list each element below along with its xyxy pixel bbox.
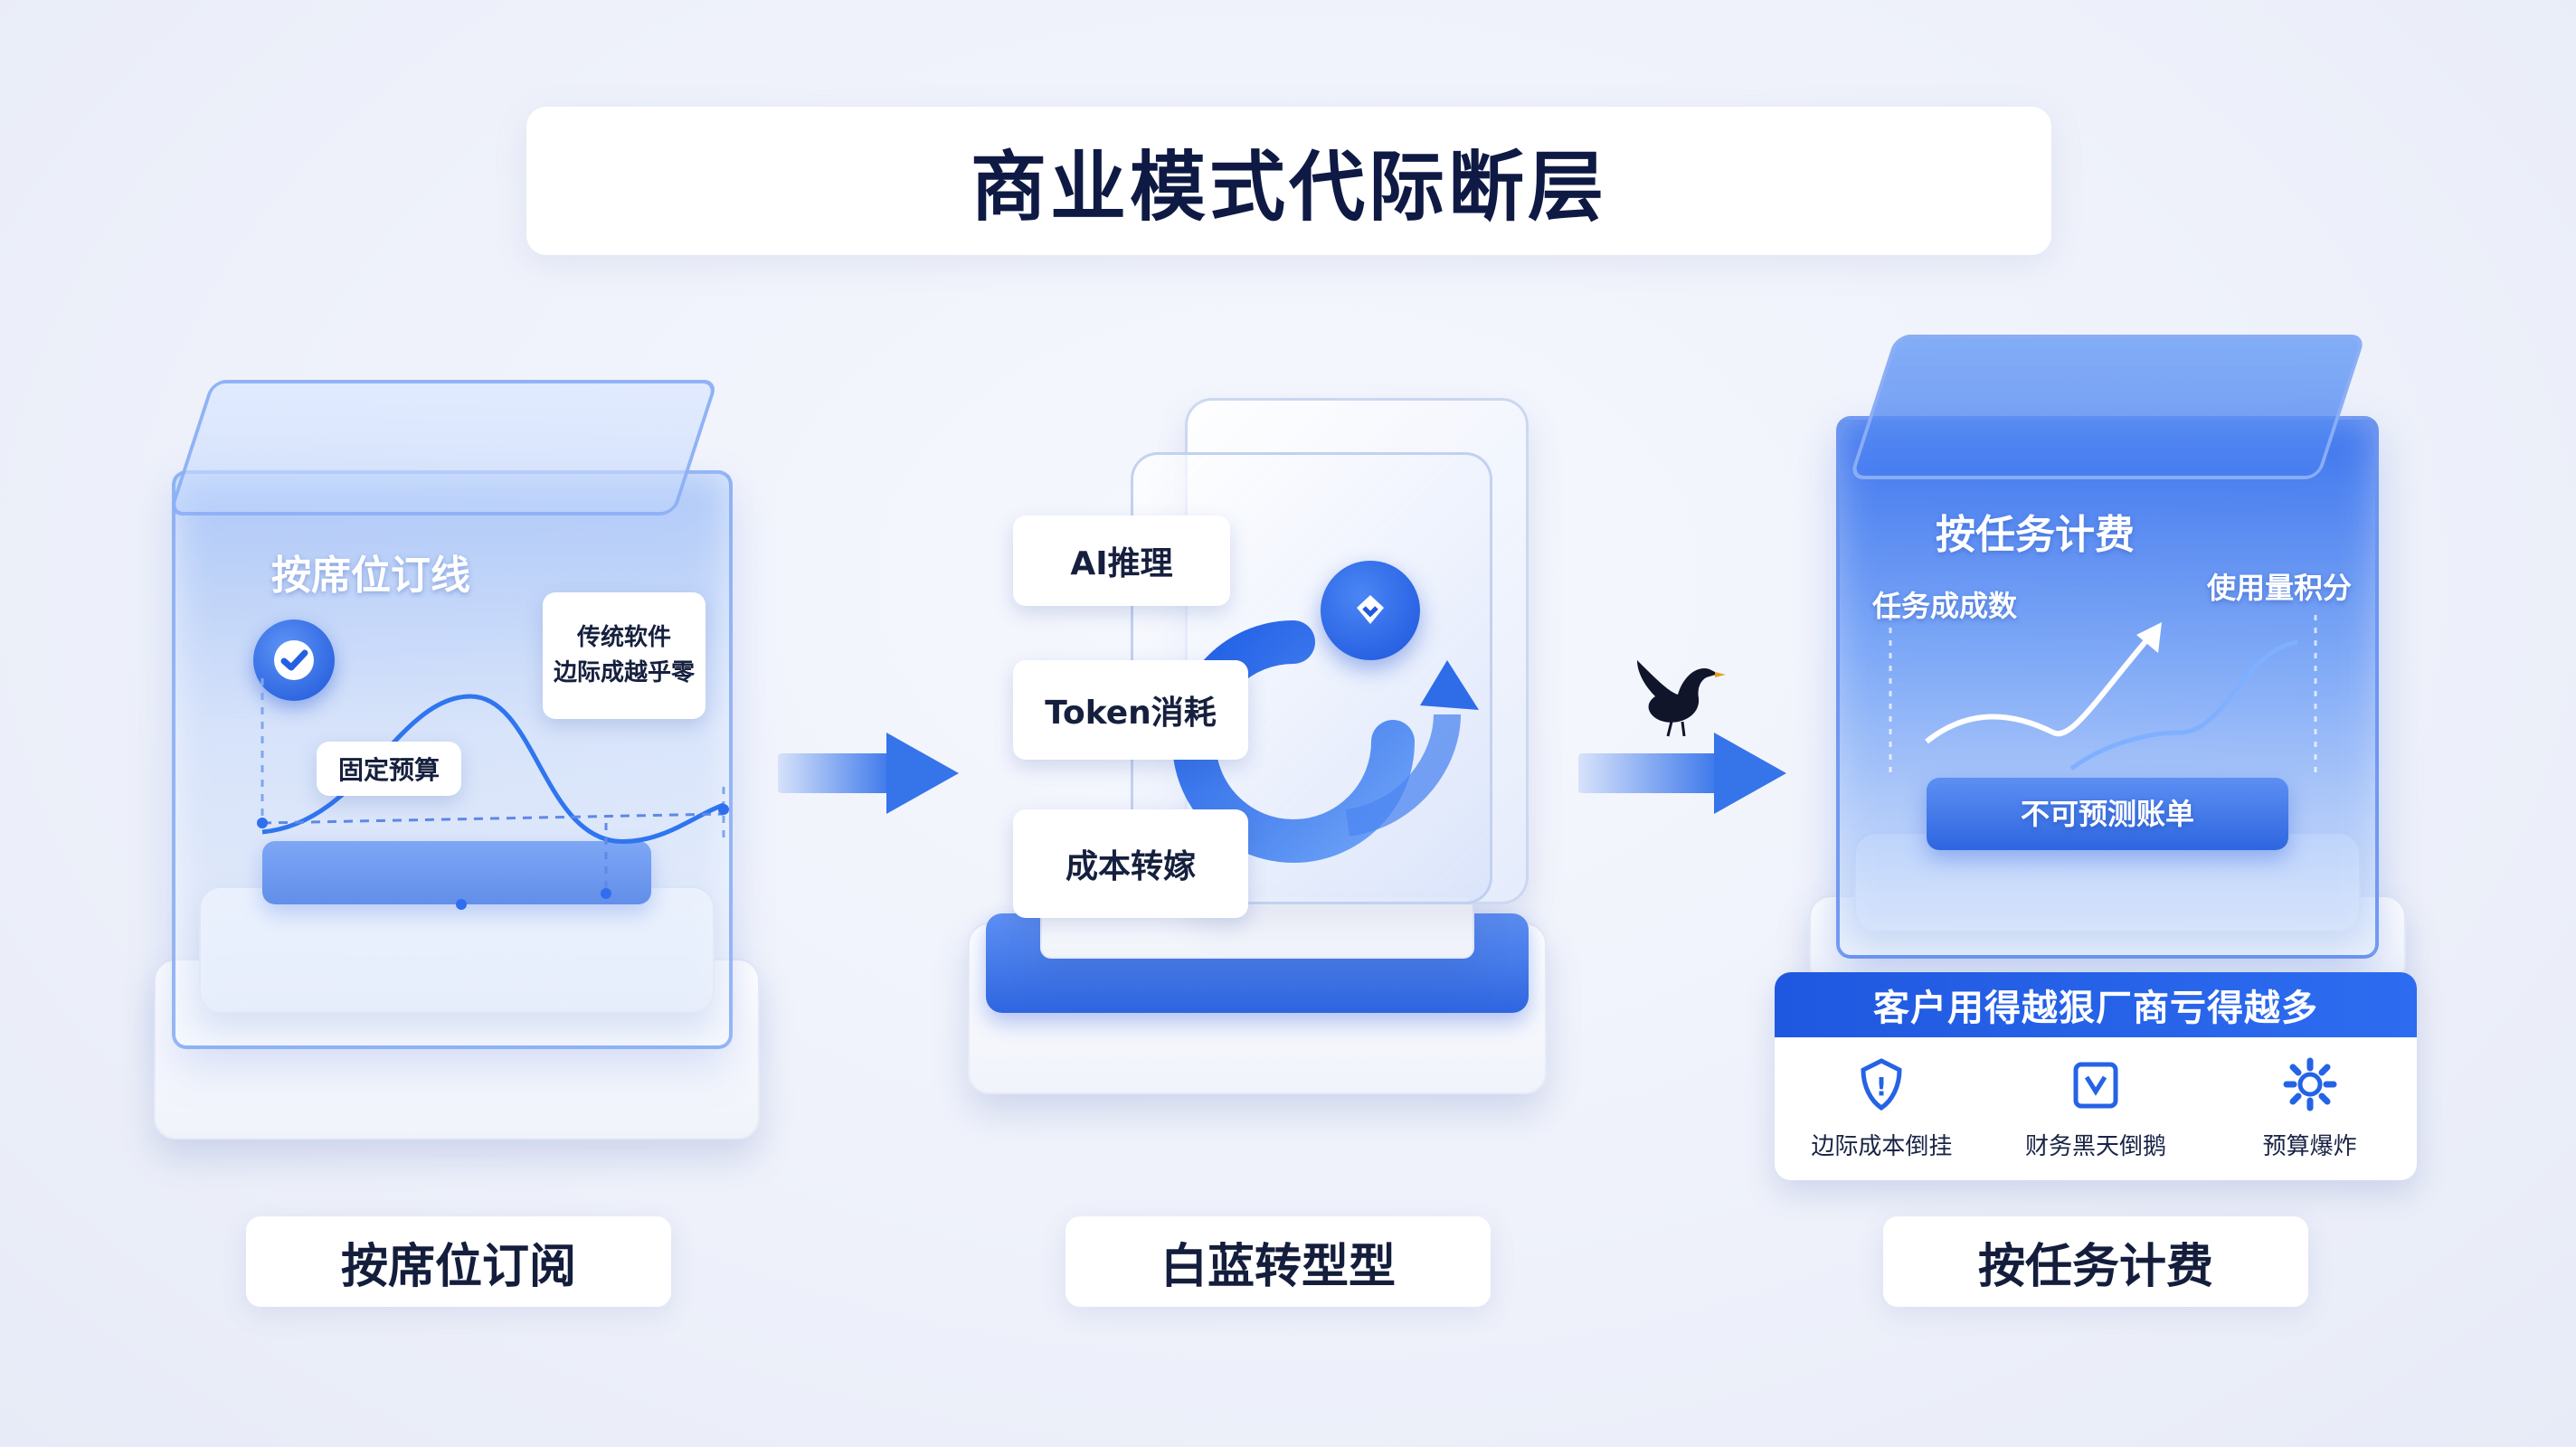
arrow-head-icon [886,733,959,814]
stage-1-cube-top [167,380,719,515]
stage-3-cube-title: 按任务计费 [1936,512,2135,558]
svg-text:!: ! [1876,1072,1888,1102]
risk-item-black-swan: 财务黑天倒鹅 [1996,1055,2195,1161]
stage-3: 不可预测账单 按任务计费 任务成成数 使用量积分 [1800,326,2433,986]
risk-info-box: 客户用得越狠厂商亏得越多 ! 边际成本倒挂 财务黑天倒鹅 预算爆炸 [1775,972,2417,1180]
risk-item-label: 边际成本倒挂 [1811,1133,1953,1160]
risk-info-items: ! 边际成本倒挂 财务黑天倒鹅 预算爆炸 [1775,1037,2417,1161]
warning-shield-icon: ! [1861,1058,1902,1111]
shield-badge-icon [1321,561,1420,660]
risk-item-cost-inversion: ! 边际成本倒挂 [1782,1055,1981,1161]
stage-2-label: 白蓝转型型 [1065,1216,1491,1307]
stage-3-cube-top [1849,335,2366,479]
unpredictable-bill-tag: 不可预测账单 [2020,797,2194,831]
wallet-icon [2073,1062,2118,1109]
stage-3-slab [1927,778,2288,850]
usage-credits-caption: 使用量积分 [2207,571,2353,605]
fixed-budget-tag: 固定预算 [317,742,461,796]
note-line-1: 传统软件 [576,624,671,651]
page-title: 商业模式代际断层 [970,142,1607,232]
risk-item-budget-explosion: 预算爆炸 [2211,1055,2410,1161]
traditional-software-note: 传统软件 边际成越乎零 [543,592,706,719]
arrow-1 [778,733,959,814]
stage-1: 按席位订线 传统软件 边际成越乎零 固定预算 [145,362,778,1158]
risk-item-label: 财务黑天倒鹅 [2024,1133,2166,1160]
note-line-2: 边际成越乎零 [553,659,695,686]
title-card: 商业模式代际断层 [526,107,2051,255]
task-count-caption: 任务成成数 [1872,589,2018,623]
ai-inference-tag: AI推理 [1013,515,1230,606]
stage-2: AI推理 Token消耗 成本转嫁 [959,389,1574,1130]
arrow-2 [1578,733,1795,814]
gear-icon [2283,1057,2337,1111]
stage-1-cube-title: 按席位订线 [271,553,470,599]
stage-1-label: 按席位订阅 [246,1216,671,1307]
black-swan-icon [1637,660,1726,737]
risk-info-header: 客户用得越狠厂商亏得越多 [1775,972,2417,1037]
check-badge-icon [253,619,335,701]
stage-3-growth-chart [1889,615,2317,778]
cost-transfer-tag: 成本转嫁 [1013,809,1248,918]
arrow-head-icon [1714,733,1786,814]
stage-3-label: 按任务计费 [1883,1216,2308,1307]
risk-item-label: 预算爆炸 [2262,1133,2357,1160]
token-consumption-tag: Token消耗 [1013,660,1248,760]
